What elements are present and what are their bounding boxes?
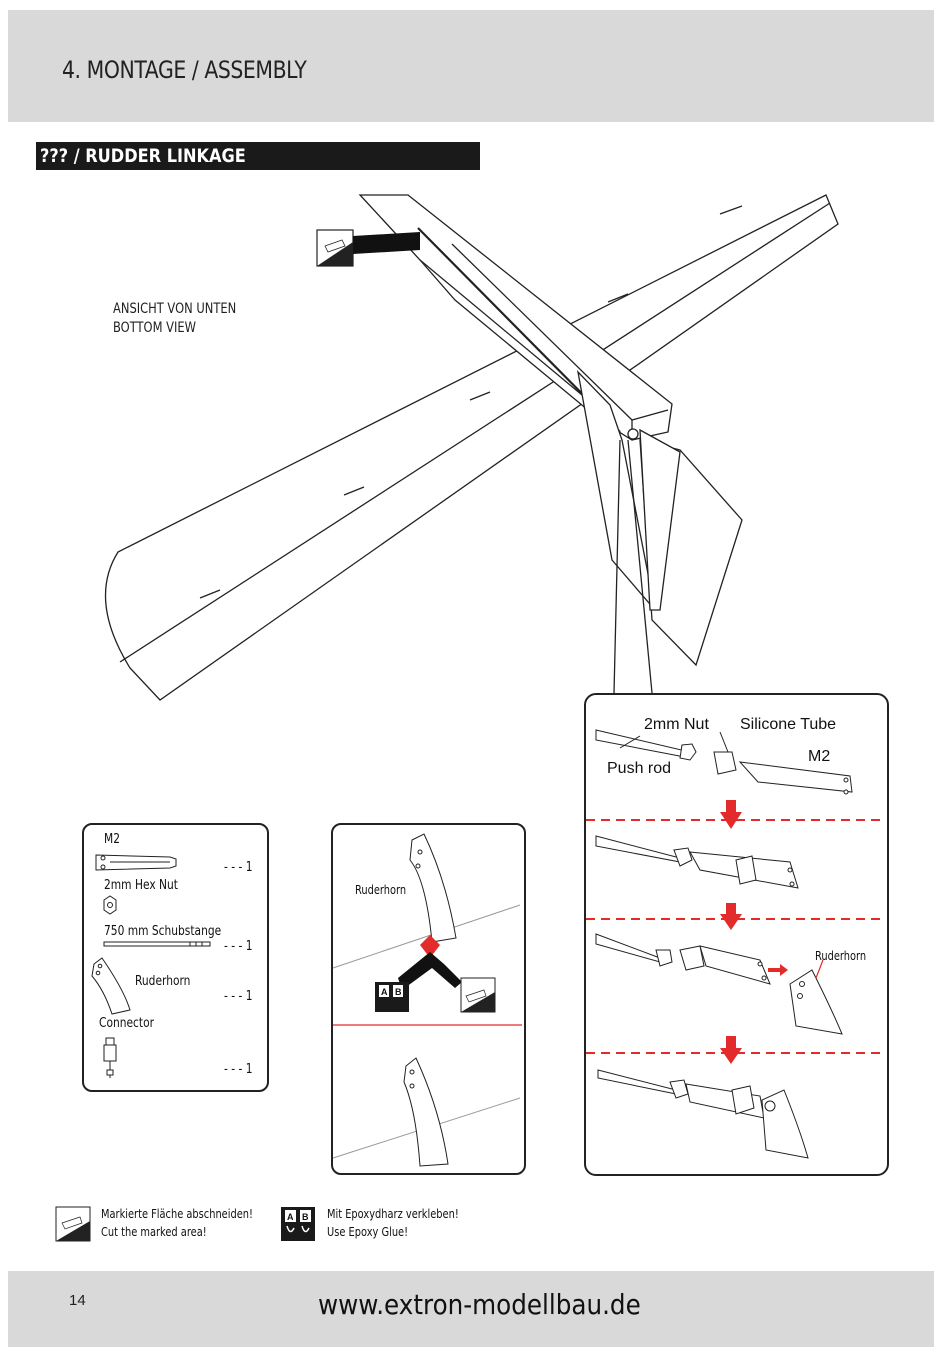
legend-cut-de: Markierte Fläche abschneiden! (101, 1207, 253, 1221)
part-qty-connector: - - - 1 (224, 1062, 253, 1077)
footer-band (8, 1271, 934, 1347)
legend-icons: A B (55, 1206, 315, 1242)
nut-label: 2mm Nut (644, 716, 709, 733)
horn-panel-label: Ruderhorn (355, 883, 407, 897)
airplane-bottom-view-drawing (104, 194, 839, 701)
part-qty-pushrod: - - - 1 (224, 939, 253, 954)
horn-epoxy-a: A (381, 987, 388, 997)
section-title-bar (36, 142, 480, 170)
part-name-connector: Connector (99, 1016, 154, 1031)
view-label-de: ANSICHT VON UNTEN (113, 301, 237, 317)
linkage-horn-label: Ruderhorn (815, 949, 867, 963)
view-label-en: BOTTOM VIEW (113, 320, 196, 336)
header-band (8, 10, 934, 122)
part-qty-clevis: - - - 1 (224, 860, 253, 875)
horn-install-drawing: A B (332, 833, 522, 1167)
silicone-tube-label: Silicone Tube (740, 716, 837, 733)
legend-epoxy-a: A (287, 1212, 294, 1222)
linkage-detail-panel (584, 693, 889, 1176)
page-number: 14 (69, 1292, 86, 1309)
part-name-hex-nut: 2mm Hex Nut (104, 878, 178, 893)
section-title: ??? / RUDDER LINKAGE (40, 145, 246, 167)
part-name-ruderhorn: Ruderhorn (135, 974, 191, 989)
part-name-clevis: M2 (104, 832, 120, 847)
legend-epoxy-b: B (302, 1212, 309, 1222)
legend-cut-en: Cut the marked area! (101, 1225, 207, 1239)
pushrod-label: Push rod (607, 760, 672, 777)
parts-list-icons (91, 854, 211, 1078)
part-qty-ruderhorn: - - - 1 (224, 989, 253, 1004)
clevis-label: M2 (808, 748, 831, 765)
legend-glue-de: Mit Epoxydharz verkleben! (327, 1207, 459, 1221)
legend-glue-en: Use Epoxy Glue! (327, 1225, 409, 1239)
website-url: www.extron-modellbau.de (318, 1288, 641, 1321)
page-title: 4. MONTAGE / ASSEMBLY (62, 56, 307, 84)
part-name-pushrod: 750 mm Schubstange (104, 924, 222, 939)
linkage-steps-drawing (586, 729, 885, 1159)
horn-epoxy-b: B (395, 987, 402, 997)
